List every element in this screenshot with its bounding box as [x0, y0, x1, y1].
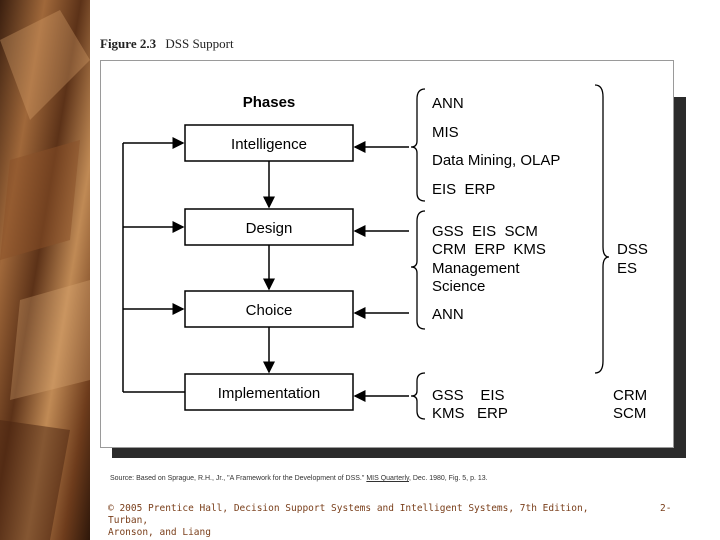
- system-dss: DSS: [617, 241, 648, 258]
- source-prefix: Source: Based on Sprague, R.H., Jr., "A …: [110, 475, 365, 482]
- phase-box-design: [184, 208, 354, 246]
- tool-crm-erp-kms: CRM ERP KMS: [432, 241, 546, 258]
- brace-group2: [410, 210, 426, 330]
- source-suffix: , Dec. 1980, Fig. 5, p. 13.: [408, 475, 488, 482]
- page-number: 2-: [660, 503, 672, 514]
- tool-kms-erp: KMS ERP: [432, 405, 508, 422]
- tool-mis: MIS: [432, 124, 459, 141]
- tool-ann: ANN: [432, 95, 464, 112]
- brace-group3: [410, 372, 426, 420]
- decorative-wood-strip: [0, 0, 90, 540]
- phase-box-implementation: [184, 373, 354, 411]
- copyright-footer: © 2005 Prentice Hall, Decision Support S…: [108, 503, 608, 539]
- system-scm: SCM: [613, 405, 646, 422]
- phase-label-intelligence: Intelligence: [231, 136, 307, 153]
- phase-label-design: Design: [246, 220, 293, 237]
- tool-gss-eis-scm: GSS EIS SCM: [432, 223, 538, 240]
- phase-box-choice: [184, 290, 354, 328]
- system-es: ES: [617, 260, 637, 277]
- tool-eis-erp: EIS ERP: [432, 181, 495, 198]
- footer-line-1: © 2005 Prentice Hall, Decision Support S…: [108, 503, 589, 526]
- system-crm: CRM: [613, 387, 647, 404]
- tool-management: Management: [432, 260, 520, 277]
- phase-label-implementation: Implementation: [218, 385, 321, 402]
- figure-caption: DSS Support: [165, 36, 234, 51]
- figure-title: Figure 2.3 DSS Support: [100, 36, 234, 52]
- tool-ann-choice: ANN: [432, 306, 464, 323]
- figure-number: Figure 2.3: [100, 36, 157, 51]
- brace-group1: [410, 88, 426, 202]
- footer-line-2: Aronson, and Liang: [108, 527, 211, 538]
- tool-gss-eis: GSS EIS: [432, 387, 505, 404]
- source-citation: Source: Based on Sprague, R.H., Jr., "A …: [110, 475, 488, 482]
- phases-heading: Phases: [243, 94, 296, 111]
- brace-systems: [594, 84, 610, 374]
- dss-support-diagram: Phases Intelligence Design Choice Implem…: [100, 60, 674, 448]
- tool-science: Science: [432, 278, 485, 295]
- source-journal: MIS Quarterly: [366, 475, 409, 482]
- phase-label-choice: Choice: [246, 302, 293, 319]
- tool-data-mining-olap: Data Mining, OLAP: [432, 152, 560, 169]
